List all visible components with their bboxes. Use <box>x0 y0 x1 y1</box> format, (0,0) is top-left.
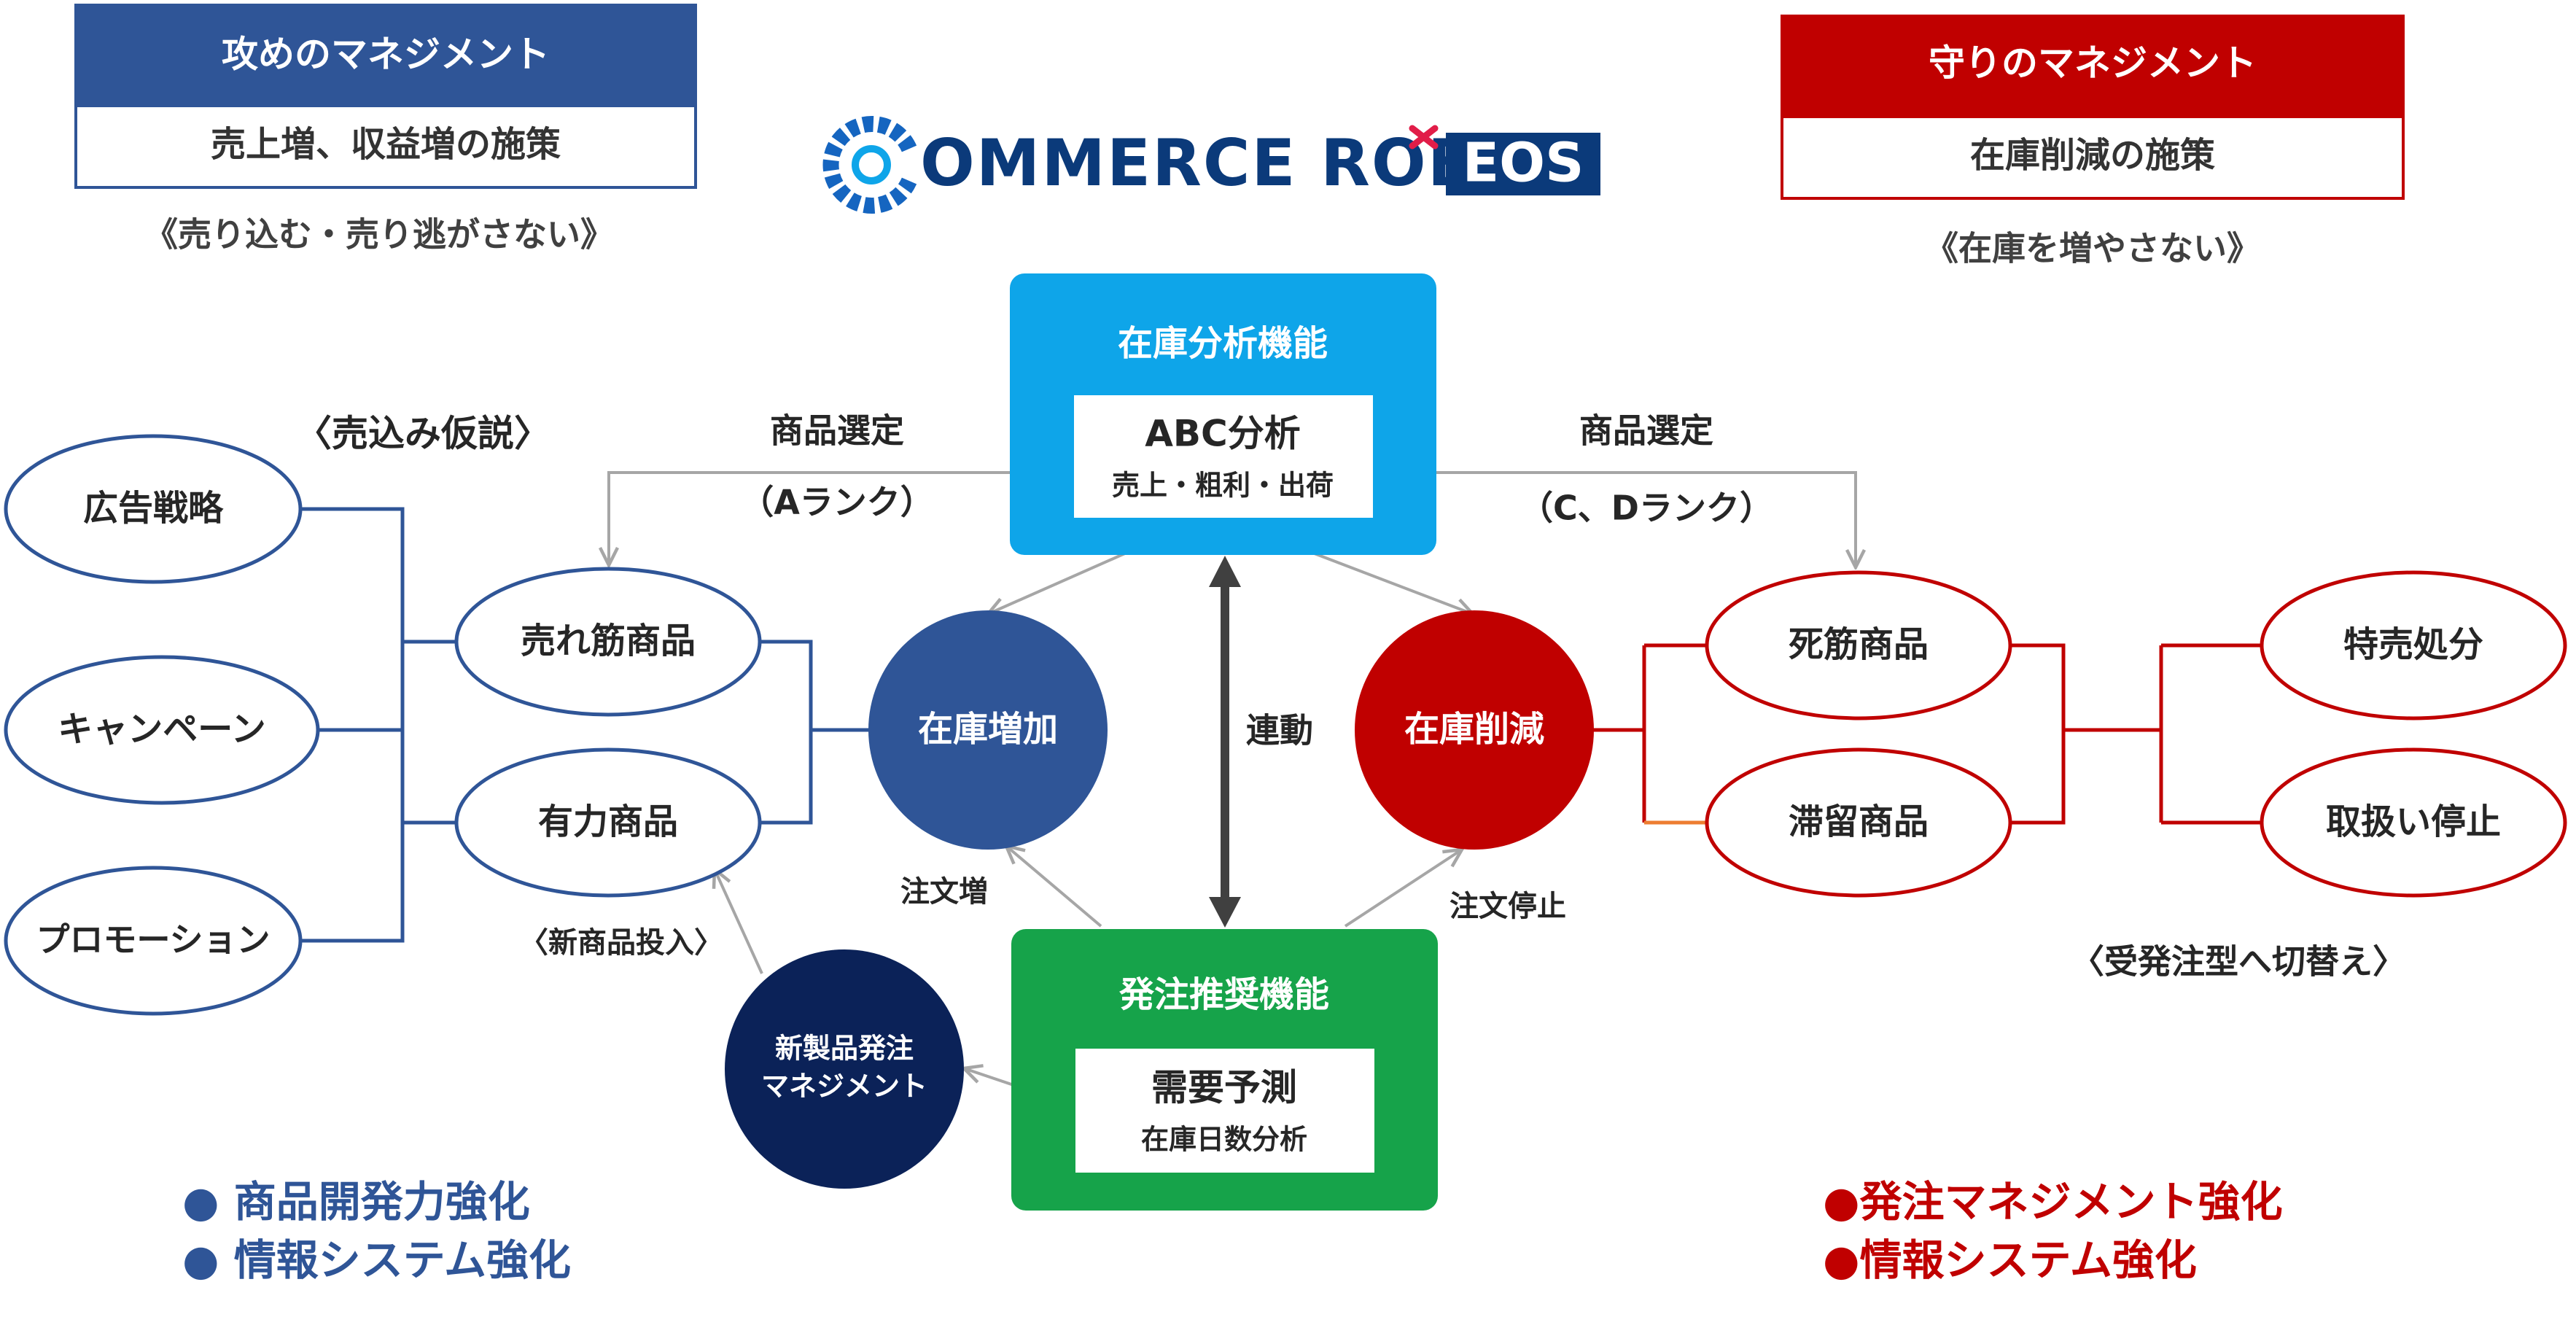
bottom-right-item-2: ●情報システム強化 <box>1823 1235 2197 1285</box>
bottom-right-item-1: ●発注マネジメント強化 <box>1823 1177 2283 1227</box>
label-link: 連動 <box>1246 711 1313 750</box>
label-switch: 〈受発注型へ切替え〉 <box>2071 942 2406 982</box>
node-dead-stock-label: 死筋商品 <box>1789 624 1929 665</box>
defense-header: 守りのマネジメント <box>1929 42 2257 85</box>
bottom-left-item-2: ● 情報システム強化 <box>182 1235 571 1285</box>
new-product-mgmt-node: 新製品発注 マネジメント <box>725 949 964 1189</box>
analysis-inner-sub: 売上・粗利・出荷 <box>1112 470 1334 502</box>
stock-increase-label: 在庫増加 <box>918 709 1058 750</box>
node-stagnant <box>1705 747 2012 898</box>
label-new-product: 〈新商品投入〉 <box>519 926 723 960</box>
right-nodes: 特売処分 取扱い停止 <box>2260 570 2567 898</box>
label-order-up: 注文増 <box>900 875 988 909</box>
new-product-mgmt-line1: 新製品発注 <box>775 1033 914 1065</box>
label-rank-right: （C、Dランク） <box>1519 489 1773 528</box>
label-rank-left: （Aランク） <box>740 483 934 522</box>
logo-badge-bg <box>1446 133 1600 195</box>
analysis-title: 在庫分析機能 <box>1118 323 1328 364</box>
order-function-box: 発注推奨機能 需要予測 在庫日数分析 <box>1011 929 1438 1211</box>
node-ad-strategy-label: 広告戦略 <box>83 488 224 529</box>
new-product-mgmt-line2: マネジメント <box>761 1071 927 1103</box>
order-inner-box <box>1075 1049 1374 1173</box>
offense-subtitle: 売上増、収益増の施策 <box>211 124 561 165</box>
label-hypothesis: 〈売込み仮説〉 <box>295 413 550 455</box>
node-promotion-label: プロモーション <box>36 920 270 960</box>
logo-badge: EOS <box>1463 132 1584 195</box>
stock-increase-node: 在庫増加 <box>868 610 1108 850</box>
left-nodes: 広告戦略 キャンペーン プロモーション <box>4 434 320 1016</box>
stock-reduce-label: 在庫削減 <box>1404 709 1544 750</box>
mid-left-bracket-lines <box>760 640 869 825</box>
analysis-inner-box <box>1074 395 1373 518</box>
label-order-stop: 注文停止 <box>1450 890 1566 923</box>
node-clearance-label: 特売処分 <box>2343 624 2483 665</box>
connector-labels: 商品選定 （Aランク） 商品選定 （C、Dランク） 〈売込み仮説〉 連動 注文増… <box>295 411 2406 982</box>
left-bracket-lines <box>300 507 456 943</box>
node-best-seller-label: 売れ筋商品 <box>521 621 696 661</box>
offense-header-bg <box>74 4 697 106</box>
defense-motto: 《在庫を増やさない》 <box>1925 229 2260 268</box>
bottom-left-summary: ● 商品開発力強化 ● 情報システム強化 <box>182 1177 571 1285</box>
logo-x-icon <box>1409 125 1439 149</box>
analysis-function-box: 在庫分析機能 ABC分析 売上・粗利・出荷 <box>1010 273 1436 555</box>
bottom-right-summary: ●発注マネジメント強化 ●情報システム強化 <box>1823 1177 2283 1285</box>
defense-header-bg <box>1781 15 2405 117</box>
defense-subtitle-box <box>1781 115 2405 200</box>
order-inner-sub: 在庫日数分析 <box>1141 1124 1307 1156</box>
offense-motto: 《売り込む・売り逃がさない》 <box>144 215 614 255</box>
node-stagnant-label: 滞留商品 <box>1789 801 1929 842</box>
node-campaign-label: キャンペーン <box>58 709 266 750</box>
stock-reduce-circle <box>1355 610 1594 850</box>
link-double-arrow <box>1209 556 1241 928</box>
gray-arrows <box>609 471 1856 1110</box>
offense-panel: 攻めのマネジメント 売上増、収益増の施策 《売り込む・売り逃がさない》 <box>74 4 697 255</box>
logo-c-mark-icon <box>822 116 917 214</box>
node-clearance <box>2260 570 2567 720</box>
mid-right-nodes: 死筋商品 滞留商品 <box>1705 570 2012 898</box>
stock-reduce-node: 在庫削減 <box>1355 610 1594 850</box>
node-ad-strategy <box>4 434 303 584</box>
node-promotion <box>4 866 303 1016</box>
label-select-right: 商品選定 <box>1579 411 1713 451</box>
order-title: 発注推奨機能 <box>1119 974 1329 1015</box>
node-dead-stock <box>1705 570 2012 720</box>
defense-subtitle: 在庫削減の施策 <box>1970 135 2215 176</box>
node-best-seller <box>454 567 762 717</box>
label-select-left: 商品選定 <box>770 411 904 451</box>
mid-left-nodes: 売れ筋商品 有力商品 <box>454 567 762 898</box>
node-promising <box>454 747 762 898</box>
offense-header: 攻めのマネジメント <box>222 34 550 76</box>
offense-subtitle-box <box>74 104 697 189</box>
node-discontinue-label: 取扱い停止 <box>2326 801 2501 842</box>
order-inner-title: 需要予測 <box>1151 1067 1297 1109</box>
node-campaign <box>4 655 320 805</box>
logo-text: OMMERCE ROBO <box>920 125 1534 201</box>
right-bracket-lines <box>1587 643 2260 825</box>
new-product-mgmt-circle <box>725 949 964 1189</box>
node-discontinue <box>2260 747 2567 898</box>
commerce-robo-logo: OMMERCE ROBO EOS <box>822 116 1600 214</box>
analysis-inner-title: ABC分析 <box>1145 413 1301 455</box>
bottom-left-item-1: ● 商品開発力強化 <box>182 1177 530 1227</box>
stock-increase-circle <box>868 610 1108 850</box>
defense-panel: 守りのマネジメント 在庫削減の施策 《在庫を増やさない》 <box>1781 15 2405 268</box>
node-promising-label: 有力商品 <box>538 801 678 842</box>
